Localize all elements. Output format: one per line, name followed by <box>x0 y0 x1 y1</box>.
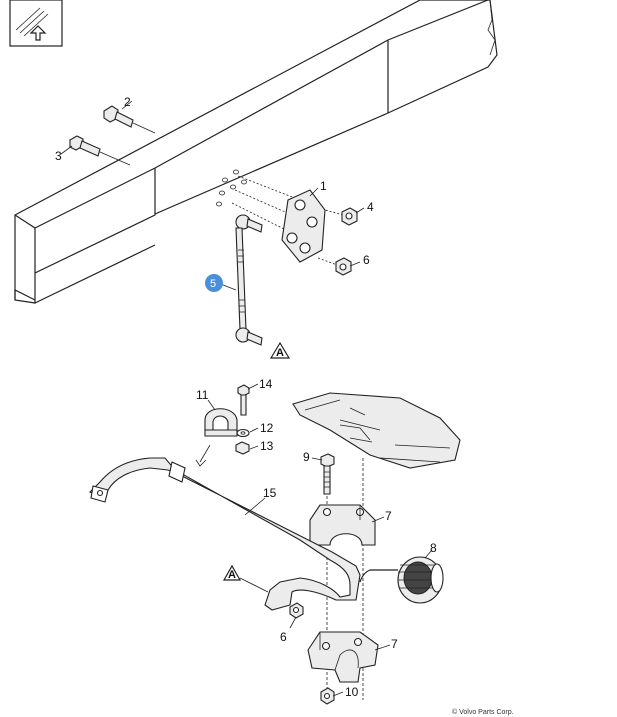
callout-2[interactable]: 2 <box>124 95 131 109</box>
bolt-14[interactable] <box>237 384 250 416</box>
callout-1[interactable]: 1 <box>320 179 327 193</box>
callout-8[interactable]: 8 <box>430 541 437 555</box>
clamp-half-7-lower[interactable] <box>307 631 379 683</box>
callout-13[interactable]: 13 <box>260 439 274 453</box>
callout-9[interactable]: 9 <box>303 450 310 464</box>
callout-6-lower[interactable]: 6 <box>280 630 287 644</box>
mounting-plate <box>292 392 461 469</box>
ref-marker-a-bottom-label: A <box>228 569 236 581</box>
callout-15[interactable]: 15 <box>263 486 277 500</box>
callout-6-upper[interactable]: 6 <box>363 253 370 267</box>
nut-6-lower[interactable] <box>289 602 304 619</box>
callout-5-highlight[interactable]: 5 <box>205 274 223 292</box>
callout-4[interactable]: 4 <box>367 200 374 214</box>
ref-marker-a-top: A <box>269 341 291 359</box>
ref-marker-a-bottom: A <box>222 564 269 593</box>
frame-rail <box>14 0 498 304</box>
washer-12[interactable] <box>236 428 250 438</box>
stabilizer-bar-15[interactable] <box>89 457 361 611</box>
nut-4[interactable] <box>341 207 358 226</box>
orientation-icon[interactable] <box>9 0 63 47</box>
bracket-1[interactable] <box>281 189 326 263</box>
bolt-3[interactable] <box>69 135 131 166</box>
nut-13[interactable] <box>235 441 250 455</box>
bushing-8[interactable] <box>359 556 444 604</box>
bolt-2[interactable] <box>103 105 156 134</box>
callout-5[interactable]: 5 <box>210 278 216 290</box>
frame-holes <box>216 169 247 207</box>
callout-14[interactable]: 14 <box>259 377 273 391</box>
callout-7-lower[interactable]: 7 <box>391 637 398 651</box>
copyright-notice: © Volvo Parts Corp. <box>452 708 514 716</box>
callout-10[interactable]: 10 <box>345 685 359 699</box>
callout-12[interactable]: 12 <box>260 421 274 435</box>
clamp-half-7-upper[interactable] <box>309 504 376 546</box>
nut-10[interactable] <box>320 687 335 705</box>
bolt-9[interactable] <box>320 453 335 495</box>
callout-11[interactable]: 11 <box>196 388 209 402</box>
ref-marker-a-top-label: A <box>276 347 284 359</box>
clamp-11[interactable] <box>195 408 238 467</box>
nut-6-upper[interactable] <box>335 257 352 276</box>
link-rod-5[interactable] <box>235 214 263 346</box>
callout-7-upper[interactable]: 7 <box>385 509 392 523</box>
callout-3[interactable]: 3 <box>55 149 62 163</box>
